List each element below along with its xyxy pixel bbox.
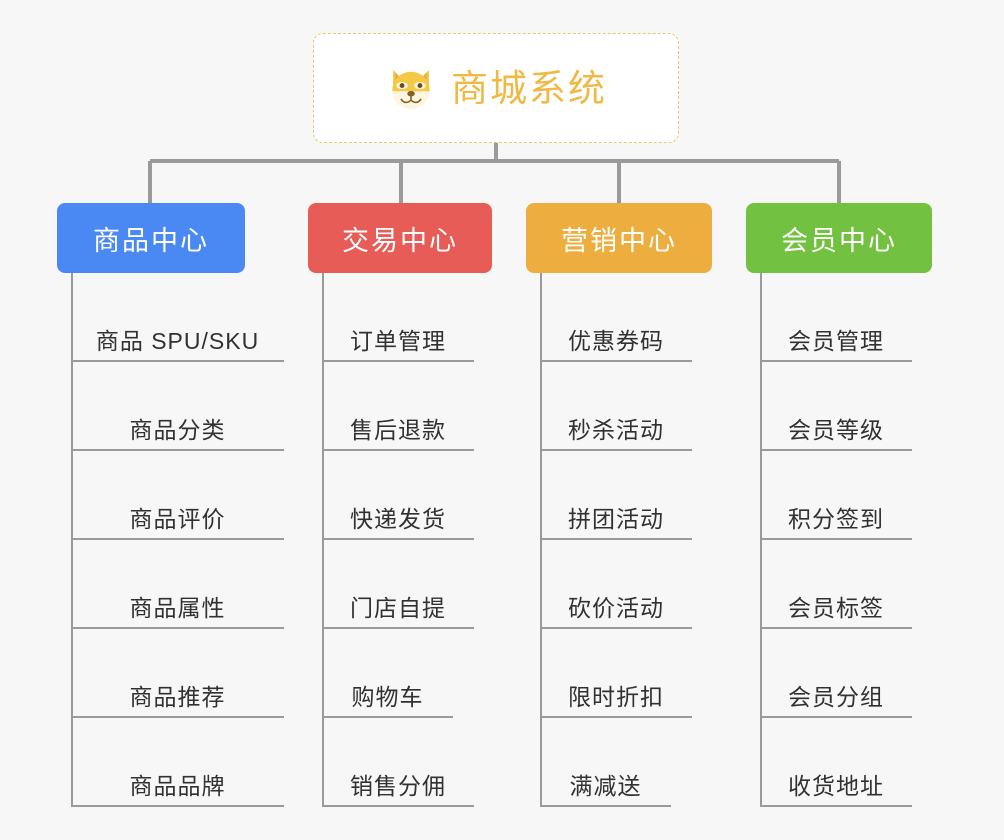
leaf-item[interactable]: 砍价活动 <box>540 540 692 629</box>
leaf-item[interactable]: 会员管理 <box>760 273 912 362</box>
leaf-list-3: 优惠券码 秒杀活动 拼团活动 砍价活动 限时折扣 满减送 <box>526 273 712 807</box>
leaf-item[interactable]: 拼团活动 <box>540 451 692 540</box>
leaf-item-label: 订单管理 <box>350 327 446 354</box>
leaf-item-label: 商品分类 <box>129 416 226 443</box>
leaf-item-label: 门店自提 <box>350 594 446 621</box>
leaf-item-label: 商品品牌 <box>129 772 226 799</box>
leaf-item[interactable]: 订单管理 <box>322 273 474 362</box>
category-box-4[interactable]: 会员中心 <box>746 203 932 273</box>
leaf-item-label: 商品属性 <box>129 594 226 621</box>
leaf-item-label: 会员标签 <box>788 594 884 621</box>
leaf-item-label: 积分签到 <box>788 505 884 532</box>
leaf-trunk <box>71 273 73 807</box>
leaf-item-label: 商品评价 <box>129 505 226 532</box>
leaf-item-label: 秒杀活动 <box>568 416 664 443</box>
leaf-item[interactable]: 秒杀活动 <box>540 362 692 451</box>
leaf-item-label: 会员管理 <box>788 327 884 354</box>
leaf-item[interactable]: 商品属性 <box>71 540 284 629</box>
branch-column-4: 会员中心 会员管理 会员等级 积分签到 会员标签 会员分组 收货地址 <box>746 203 932 807</box>
leaf-item[interactable]: 商品评价 <box>71 451 284 540</box>
leaf-item[interactable]: 会员等级 <box>760 362 912 451</box>
leaf-item-label: 售后退款 <box>350 416 446 443</box>
leaf-item[interactable]: 商品分类 <box>71 362 284 451</box>
leaf-item-label: 商品推荐 <box>129 683 226 710</box>
leaf-item[interactable]: 收货地址 <box>760 718 912 807</box>
leaf-item[interactable]: 商品品牌 <box>71 718 284 807</box>
leaf-list-2: 订单管理 售后退款 快递发货 门店自提 购物车 销售分佣 <box>308 273 492 807</box>
category-label: 营销中心 <box>561 225 677 256</box>
leaf-item[interactable]: 会员分组 <box>760 629 912 718</box>
dog-face-icon <box>392 70 430 110</box>
leaf-item[interactable]: 满减送 <box>540 718 671 807</box>
leaf-item-label: 收货地址 <box>788 772 884 799</box>
leaf-item[interactable]: 售后退款 <box>322 362 474 451</box>
leaf-list-4: 会员管理 会员等级 积分签到 会员标签 会员分组 收货地址 <box>746 273 932 807</box>
leaf-item[interactable]: 门店自提 <box>322 540 474 629</box>
category-box-1[interactable]: 商品中心 <box>57 203 245 273</box>
category-box-2[interactable]: 交易中心 <box>308 203 492 273</box>
leaf-item-label: 砍价活动 <box>568 594 664 621</box>
leaf-item[interactable]: 快递发货 <box>322 451 474 540</box>
leaf-item-label: 满减送 <box>569 772 642 799</box>
leaf-item[interactable]: 优惠券码 <box>540 273 692 362</box>
leaf-list-1: 商品 SPU/SKU 商品分类 商品评价 商品属性 商品推荐 商品品牌 <box>57 273 284 807</box>
leaf-item[interactable]: 商品 SPU/SKU <box>71 273 284 362</box>
leaf-item-label: 销售分佣 <box>350 772 446 799</box>
leaf-item[interactable]: 购物车 <box>322 629 453 718</box>
page-title: 商城系统 <box>451 67 607 109</box>
leaf-item[interactable]: 会员标签 <box>760 540 912 629</box>
branch-column-2: 交易中心 订单管理 售后退款 快递发货 门店自提 购物车 销售分佣 <box>308 203 492 807</box>
leaf-item-label: 会员等级 <box>788 416 884 443</box>
leaf-item-label: 购物车 <box>351 683 424 710</box>
leaf-item-label: 拼团活动 <box>568 505 664 532</box>
branch-column-1: 商品中心 商品 SPU/SKU 商品分类 商品评价 商品属性 商品推荐 商品品牌 <box>57 203 284 807</box>
leaf-item-label: 快递发货 <box>350 505 446 532</box>
leaf-item-label: 商品 SPU/SKU <box>95 327 260 354</box>
leaf-item[interactable]: 商品推荐 <box>71 629 284 718</box>
category-label: 交易中心 <box>342 225 458 256</box>
root-node[interactable]: 商城系统 <box>313 33 679 143</box>
leaf-item-label: 限时折扣 <box>568 683 664 710</box>
leaf-item[interactable]: 销售分佣 <box>322 718 474 807</box>
category-box-3[interactable]: 营销中心 <box>526 203 712 273</box>
leaf-trunk <box>760 273 762 807</box>
category-label: 商品中心 <box>93 225 209 256</box>
leaf-trunk <box>322 273 324 807</box>
leaf-item-label: 会员分组 <box>788 683 884 710</box>
leaf-trunk <box>540 273 542 807</box>
leaf-item[interactable]: 积分签到 <box>760 451 912 540</box>
category-label: 会员中心 <box>781 225 897 256</box>
leaf-item-label: 优惠券码 <box>568 327 664 354</box>
leaf-item[interactable]: 限时折扣 <box>540 629 692 718</box>
branch-column-3: 营销中心 优惠券码 秒杀活动 拼团活动 砍价活动 限时折扣 满减送 <box>526 203 712 807</box>
